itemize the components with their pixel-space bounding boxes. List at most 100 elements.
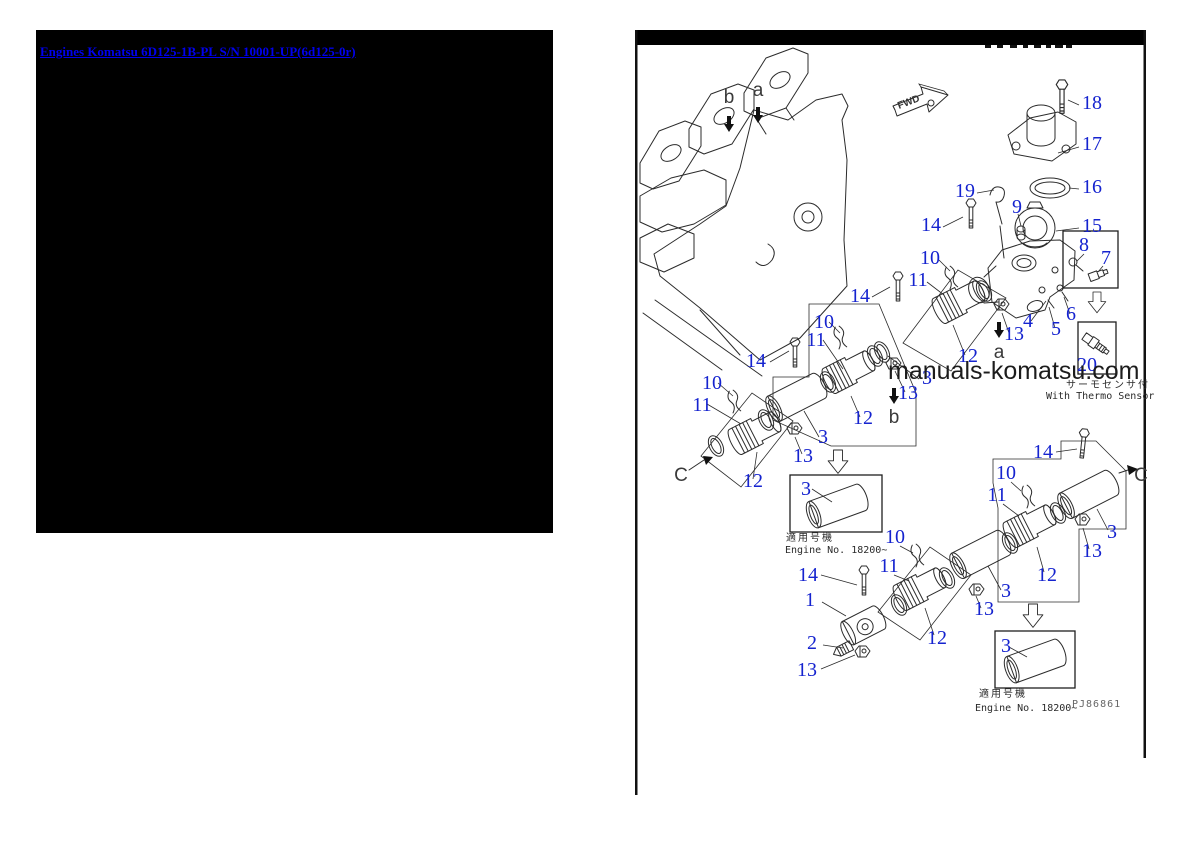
connector-tube	[945, 527, 1015, 582]
part-callout: 13	[797, 659, 817, 681]
watermark: manuals-komatsu.com	[888, 357, 1139, 385]
sensor-8	[1068, 257, 1084, 272]
connector-1	[840, 605, 887, 646]
part-callout: 13	[793, 445, 813, 467]
manual-link[interactable]: Engines Komatsu 6D125-1B-PL S/N 10001-UP…	[40, 44, 356, 59]
location-letter-b: b	[724, 87, 735, 108]
part-callout: 5	[1051, 318, 1061, 340]
part-callout: 18	[1082, 92, 1102, 114]
applicable-note-en: Engine No. 18200~	[785, 545, 887, 556]
part-callout: 11	[987, 484, 1006, 506]
part-callout: 3	[1001, 580, 1011, 602]
clipped-header-text	[985, 45, 1072, 48]
part-callout: 4	[1023, 310, 1033, 332]
detail-box-7-8	[1062, 230, 1119, 289]
bolt	[858, 565, 870, 596]
bolt-18	[1055, 79, 1069, 114]
location-letter-a-mid: a	[994, 342, 1005, 363]
part-callout: 7	[1101, 247, 1111, 269]
clip	[726, 388, 742, 414]
part-callout: 14	[850, 285, 870, 307]
stud-9	[1016, 225, 1026, 241]
bolt	[1076, 428, 1091, 459]
plug-7	[1087, 268, 1109, 282]
view-arrow-c-right: C	[1118, 465, 1148, 486]
clip	[832, 324, 848, 350]
thermo-note-en: With Thermo Sensor	[1046, 391, 1154, 402]
detail-box-20	[1077, 321, 1117, 375]
group-outline-b	[772, 303, 917, 447]
fwd-arrow: FWD	[892, 83, 949, 117]
part-callout: 11	[692, 394, 711, 416]
oring	[887, 591, 911, 619]
clip	[909, 542, 925, 568]
part-callout: 20	[1077, 354, 1097, 376]
part-callout: 13	[1082, 540, 1102, 562]
oring	[935, 564, 959, 592]
oring	[863, 342, 887, 370]
location-arrow-a-mid	[994, 322, 1004, 338]
applicable-note-jp: 適用号機	[786, 531, 834, 544]
part-callout: 19	[955, 180, 975, 202]
bolt	[965, 198, 977, 229]
left-black-panel: Engines Komatsu 6D125-1B-PL S/N 10001-UP…	[36, 30, 553, 533]
part-callout: 12	[927, 627, 947, 649]
variant-box-right	[994, 630, 1076, 689]
water-manifold-body	[968, 239, 1076, 319]
part-callout: 15	[1082, 215, 1102, 237]
applicable-note-jp: 適用号機	[979, 687, 1027, 700]
location-letter-a: a	[753, 80, 764, 101]
connector-tube	[802, 481, 872, 531]
thermostat-15	[1014, 201, 1056, 249]
oring	[816, 368, 840, 396]
clamp	[1074, 513, 1091, 526]
part-callout: 11	[879, 555, 898, 577]
part-callout: 10	[920, 247, 940, 269]
location-arrow-b-mid	[889, 388, 899, 404]
leader-lines	[706, 99, 1109, 670]
part-callout: 13	[1004, 323, 1024, 345]
variant-arrow-top	[1087, 291, 1107, 314]
location-letter-b-mid: b	[889, 407, 900, 428]
part-callout: 3	[1001, 635, 1011, 657]
group-outline-c	[700, 392, 794, 488]
part-callout: 11	[908, 269, 927, 291]
page-frame	[635, 30, 1146, 795]
clamp	[854, 645, 871, 658]
part-callout: 12	[743, 470, 763, 492]
oring-16	[1029, 177, 1071, 199]
part-callout: 16	[1082, 176, 1102, 198]
part-callout: 8	[1079, 234, 1089, 256]
part-callout: 6	[1066, 303, 1076, 325]
part-callout: 14	[921, 214, 941, 236]
oring	[704, 432, 728, 460]
part-callout: 3	[1107, 521, 1117, 543]
location-arrow-b	[724, 116, 734, 132]
clip	[1020, 483, 1036, 509]
group-outline-right	[992, 440, 1127, 603]
connector-tube	[1000, 636, 1070, 686]
part-callout: 17	[1082, 133, 1102, 155]
location-arrow-a	[753, 107, 763, 123]
part-callout: 2	[807, 632, 817, 654]
applicable-note-en: Engine No. 18200~	[975, 703, 1077, 714]
part-callout: 10	[996, 462, 1016, 484]
bolt	[892, 271, 904, 302]
water-connector-17	[1007, 104, 1077, 162]
fwd-label: FWD	[896, 93, 921, 111]
part-callout: 13	[974, 598, 994, 620]
part-callout: 12	[1037, 564, 1057, 586]
part-callout: 12	[958, 345, 978, 367]
part-callout: 13	[898, 382, 918, 404]
part-callout: 12	[853, 407, 873, 429]
hose-fitting	[889, 563, 951, 613]
part-callout: 3	[922, 367, 932, 389]
part-callout: 14	[1033, 441, 1053, 463]
part-callout: 10	[702, 372, 722, 394]
clip-19	[989, 186, 1005, 259]
thermo-sensor-20	[1081, 332, 1110, 355]
plug-2	[833, 640, 855, 657]
part-callout: 1	[805, 589, 815, 611]
